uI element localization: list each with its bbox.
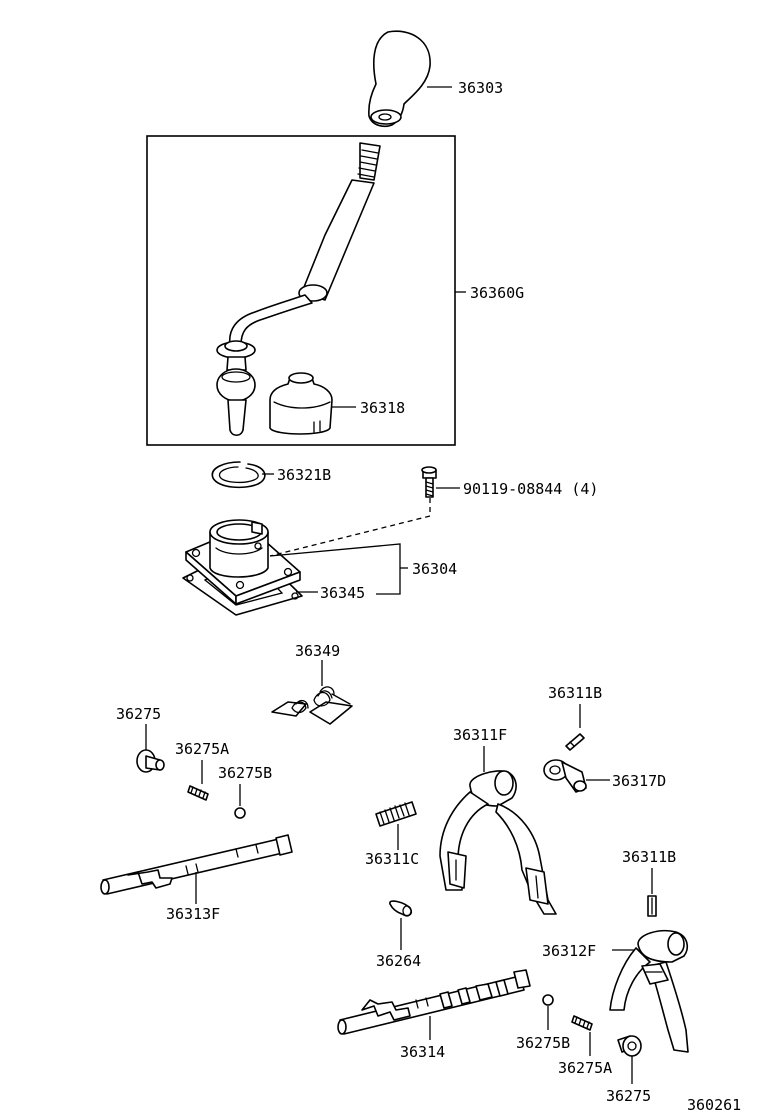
label-36304: 36304 — [412, 560, 457, 578]
label-36321B: 36321B — [277, 466, 331, 484]
label-36264: 36264 — [376, 952, 421, 970]
label-36311C: 36311C — [365, 850, 419, 868]
label-90119-08844: 90119-08844 (4) — [463, 480, 598, 498]
lever-housing — [182, 519, 303, 616]
snap-ring — [211, 461, 266, 489]
shift-head — [543, 759, 587, 793]
slotted-pin-top — [565, 733, 585, 751]
plug-bolt-right — [617, 1035, 642, 1057]
label-36360G: 36360G — [470, 284, 524, 302]
label-36275B-left: 36275B — [218, 764, 272, 782]
label-36275B-right: 36275B — [516, 1034, 570, 1052]
label-36318: 36318 — [360, 399, 405, 417]
shift-knob — [368, 30, 431, 128]
compression-spring — [375, 801, 417, 827]
assembly-box — [146, 135, 456, 446]
label-36275A-left: 36275A — [175, 740, 229, 758]
label-36303: 36303 — [458, 79, 503, 97]
label-36314: 36314 — [400, 1043, 445, 1061]
shift-boot — [269, 372, 333, 435]
detent-spring-left — [187, 785, 209, 801]
label-36311F: 36311F — [453, 726, 507, 744]
shift-lever — [216, 142, 381, 437]
label-36275A-right: 36275A — [558, 1059, 612, 1077]
label-36312F: 36312F — [542, 942, 596, 960]
label-36313F: 36313F — [166, 905, 220, 923]
diagram-code: 360261 — [687, 1096, 741, 1112]
label-36317D: 36317D — [612, 772, 666, 790]
label-36349: 36349 — [295, 642, 340, 660]
shift-fork-right — [609, 929, 689, 1053]
detent-ball-right — [542, 994, 554, 1006]
detent-ball-left — [234, 807, 246, 819]
return-spring — [271, 686, 353, 725]
slotted-pin-right — [647, 895, 657, 917]
label-36311B-right: 36311B — [622, 848, 676, 866]
label-36345: 36345 — [320, 584, 365, 602]
bolt — [421, 466, 437, 498]
interlock-pin — [389, 900, 413, 917]
fork-shaft-left — [100, 834, 293, 895]
label-36275-right: 36275 — [606, 1087, 651, 1105]
label-36275-left: 36275 — [116, 705, 161, 723]
label-36311B-top: 36311B — [548, 684, 602, 702]
shift-fork-center — [439, 770, 557, 915]
fork-shaft-right — [337, 969, 531, 1035]
plug-bolt-left — [136, 749, 165, 773]
detent-spring-right — [571, 1015, 593, 1031]
